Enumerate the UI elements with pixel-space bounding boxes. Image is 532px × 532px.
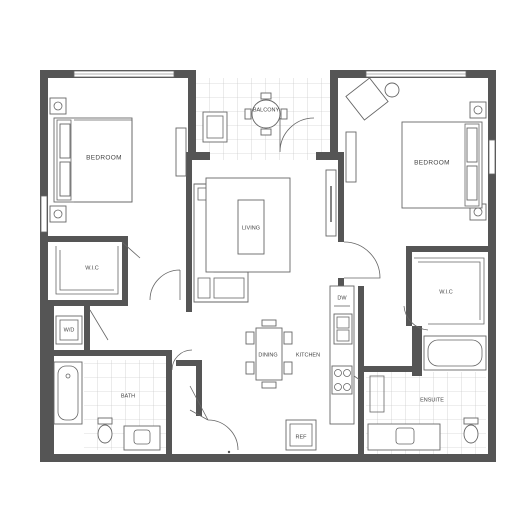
right-wic xyxy=(414,257,485,325)
armchair xyxy=(345,77,389,121)
dining-table xyxy=(255,327,283,381)
coffee-table xyxy=(237,199,265,255)
entry-marker xyxy=(227,450,231,454)
refrigerator xyxy=(285,419,317,451)
kitchen-counters xyxy=(285,285,355,451)
windows xyxy=(40,70,496,233)
room-label-bedroom-left: BEDROOM xyxy=(86,155,122,162)
sink xyxy=(333,313,353,345)
room-label-kitchen: KITCHEN xyxy=(296,352,320,358)
balcony-table xyxy=(251,99,281,129)
washer-dryer xyxy=(55,315,83,345)
room-label-bedroom-right: BEDROOM xyxy=(414,160,450,167)
left-bedroom xyxy=(49,97,187,223)
room-label-wd: W/D xyxy=(64,327,75,333)
nightstand xyxy=(49,205,67,223)
room-label-balcony: BALCONY xyxy=(253,107,280,113)
dresser xyxy=(345,131,357,183)
living-furniture xyxy=(193,169,337,303)
nightstand xyxy=(469,101,487,119)
toilet-tank xyxy=(463,417,479,425)
kitchen-counter xyxy=(329,285,355,425)
room-label-dw: DW xyxy=(337,295,347,301)
stove xyxy=(331,365,353,395)
right-bedroom xyxy=(345,77,487,221)
room-label-dining: DINING xyxy=(258,352,277,358)
bathtub xyxy=(53,361,83,425)
nightstand xyxy=(49,97,67,115)
bath-fixtures xyxy=(53,361,161,451)
bathtub xyxy=(423,335,487,371)
dresser xyxy=(175,127,187,177)
left-wic xyxy=(55,246,119,295)
balcony-furniture xyxy=(202,92,288,143)
dining-furniture xyxy=(245,319,293,389)
room-label-wic-left: W.I.C xyxy=(85,265,98,271)
toilet xyxy=(463,424,479,444)
room-label-wic-right: W.I.C xyxy=(439,289,452,295)
ensuite-fixtures xyxy=(367,335,487,451)
side-table xyxy=(384,82,400,98)
toilet xyxy=(97,424,113,444)
room-label-ref: REF xyxy=(296,434,308,440)
room-label-bath: BATH xyxy=(121,393,135,399)
room-label-living: LIVING xyxy=(242,225,260,231)
room-label-ensuite: ENSUITE xyxy=(420,397,444,403)
interior-walls xyxy=(48,152,488,456)
toilet-tank xyxy=(97,417,113,425)
